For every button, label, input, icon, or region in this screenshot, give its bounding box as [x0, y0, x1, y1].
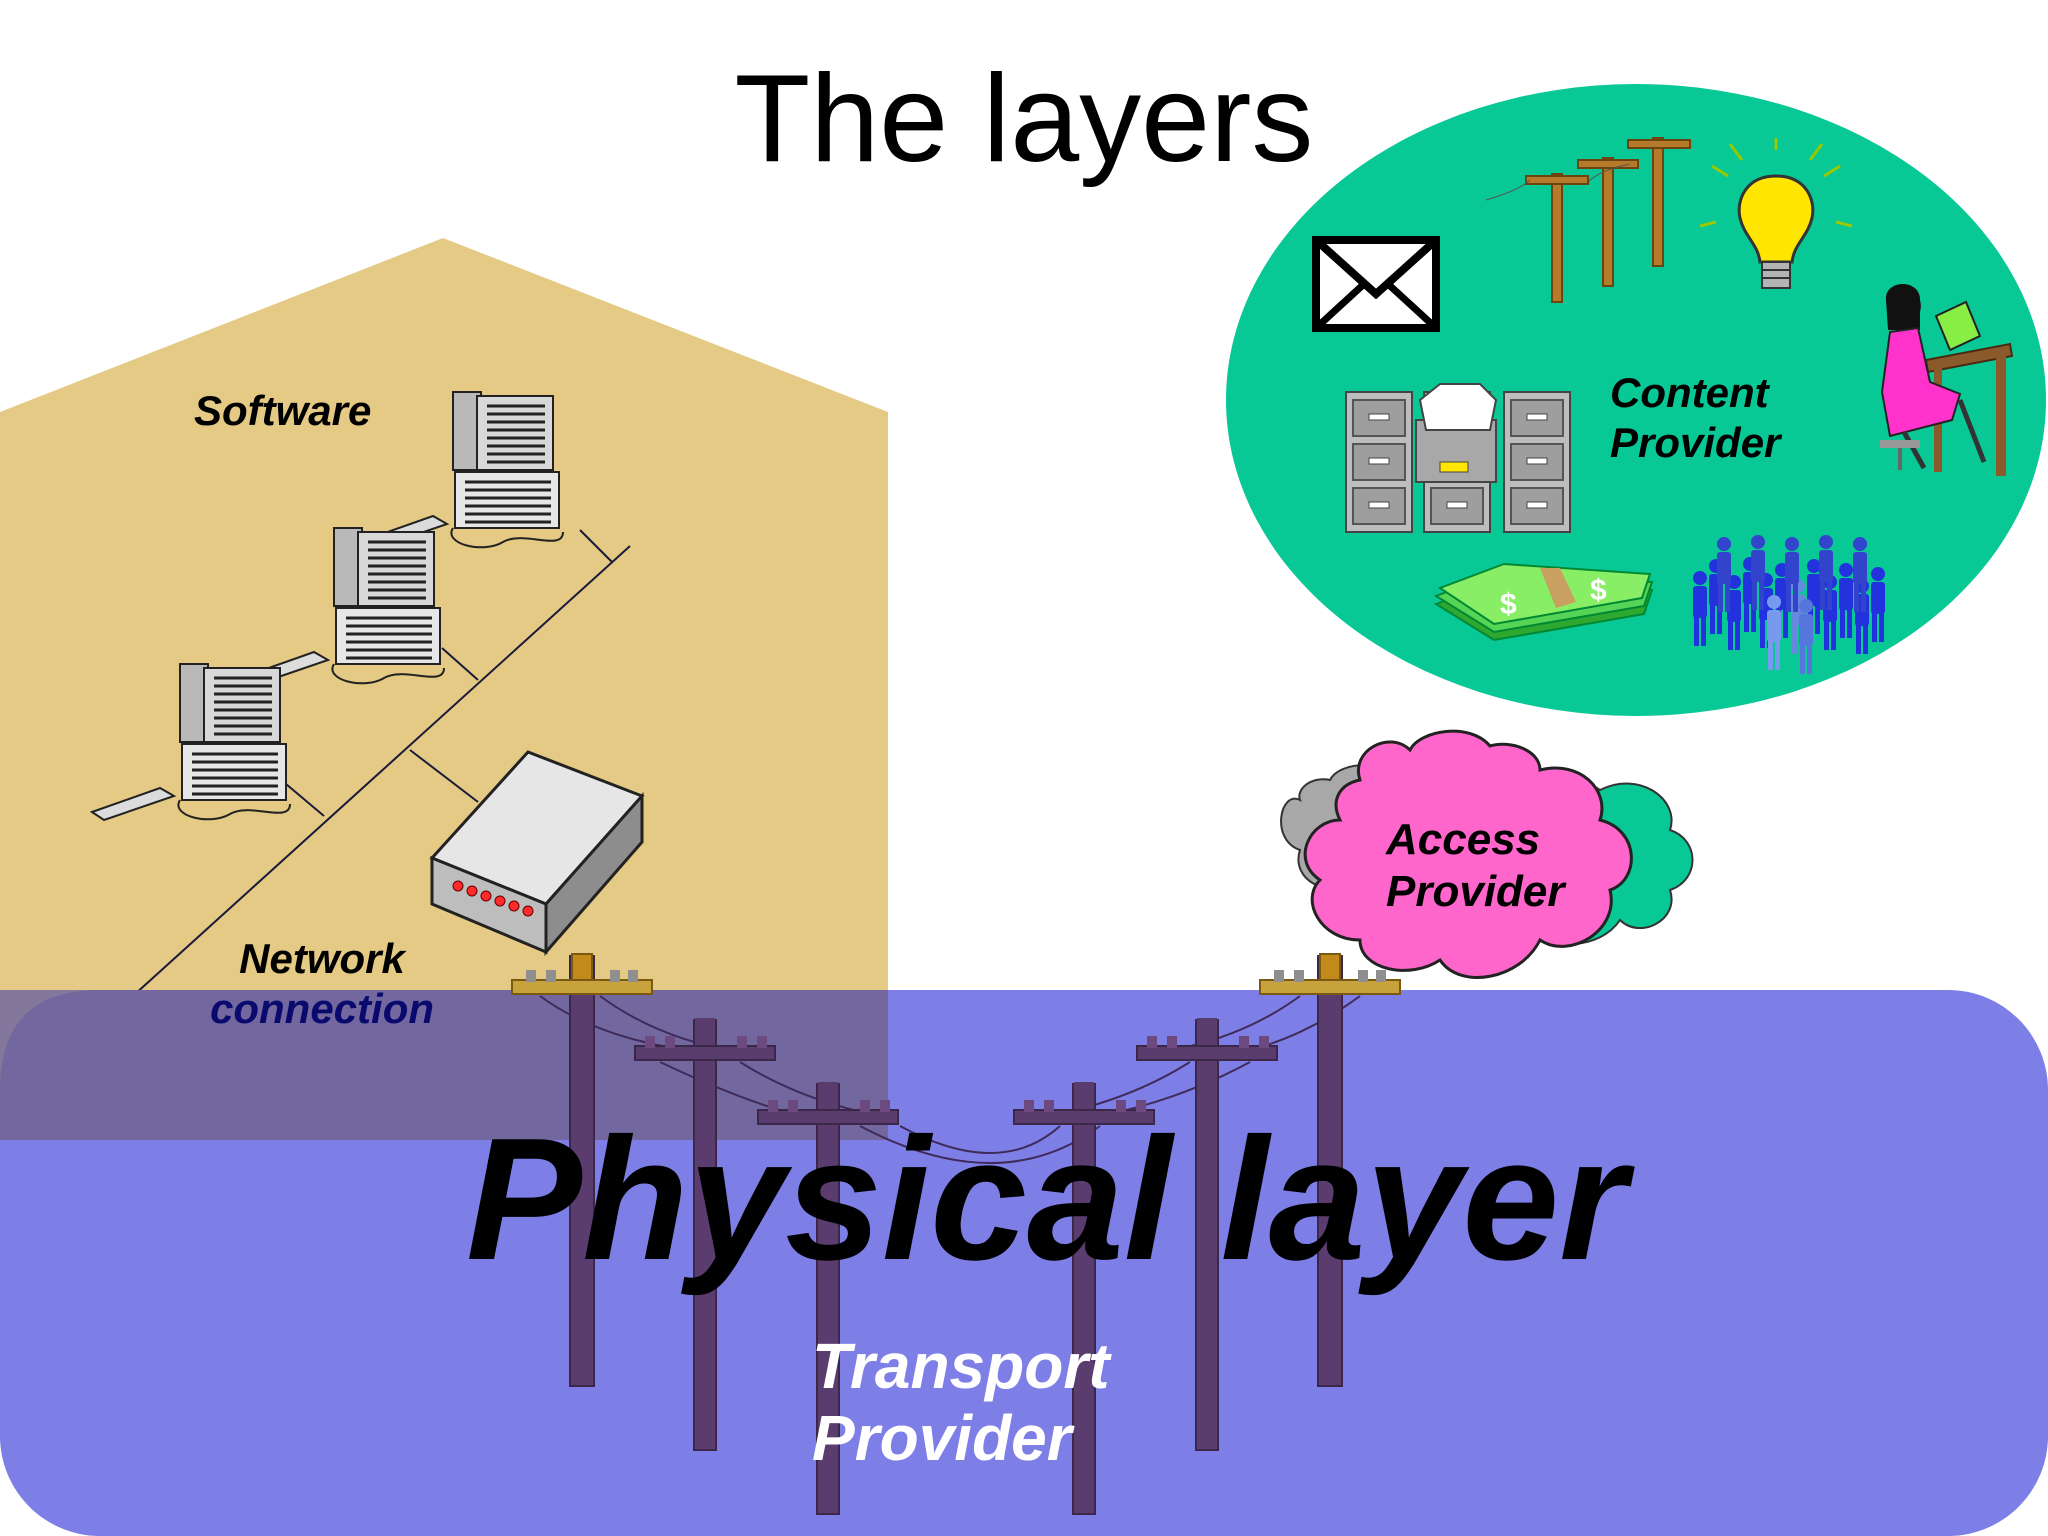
- transport-label-line2: Provider: [812, 1402, 1072, 1474]
- network-label-line2: connection: [210, 985, 435, 1032]
- access-label-line2: Provider: [1386, 867, 1565, 916]
- network-label-line1: Network: [239, 935, 405, 982]
- software-label: Software: [194, 387, 372, 434]
- cloud-icon: [1280, 729, 1694, 979]
- network-cable: [101, 529, 631, 1025]
- access-label-line1: Access: [1386, 815, 1541, 864]
- network-label: Network connection: [210, 938, 434, 1030]
- physical-layer-label: Physical layer: [466, 1101, 1627, 1296]
- money-icon: $ $: [1433, 562, 1654, 642]
- access-provider-label: Access Provider: [1386, 818, 1565, 914]
- transport-label-line1: Transport: [812, 1330, 1110, 1402]
- modem-icon: [429, 750, 645, 956]
- envelope-icon: [1312, 236, 1440, 332]
- light-bulb-icon: [1699, 138, 1853, 289]
- page-title: The layers: [734, 50, 1314, 188]
- reading-woman-icon: [1880, 283, 2014, 476]
- content-label-line2: Provider: [1610, 419, 1781, 466]
- svg-text:$: $: [1500, 588, 1517, 621]
- transport-provider-label: Transport Provider: [812, 1334, 1110, 1470]
- content-label-line1: Content: [1610, 369, 1769, 416]
- utility-pole-icon: [1525, 137, 1691, 303]
- svg-text:$: $: [1590, 574, 1607, 607]
- file-cabinet-icon: [1345, 383, 1571, 533]
- content-provider-label: Content Provider: [1610, 372, 1780, 464]
- power-lines: [539, 995, 1361, 1164]
